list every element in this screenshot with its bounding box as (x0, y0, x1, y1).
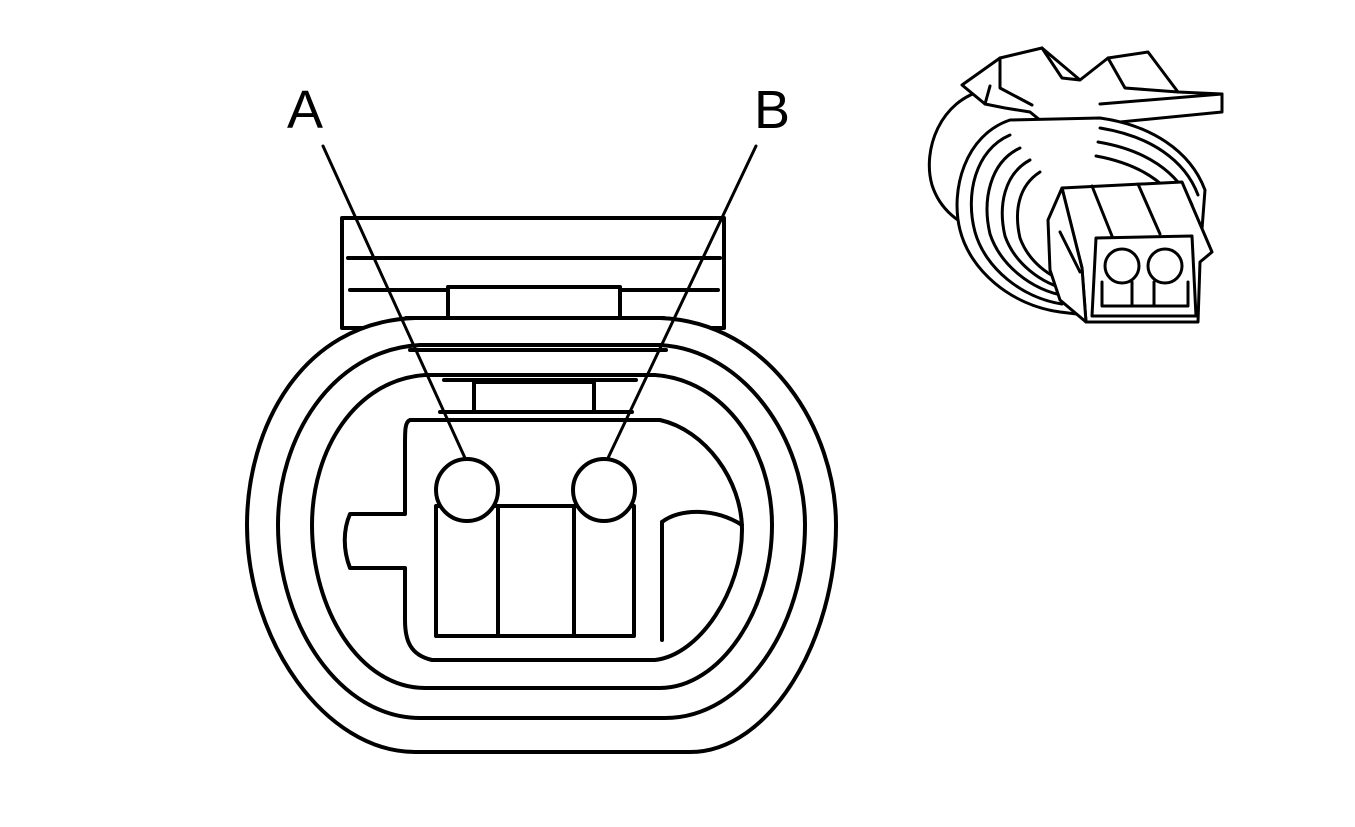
pin-a-terminal-perspective (1103, 247, 1141, 285)
pin-a-terminal (434, 457, 500, 523)
front-face (1046, 180, 1214, 324)
pin-a-leader (321, 144, 467, 460)
latch-arm (960, 46, 1224, 140)
pin-b-leader (606, 144, 758, 460)
pin-b-label: B (754, 80, 790, 140)
lock-header (340, 216, 726, 330)
pin-b-terminal-perspective (1146, 247, 1184, 285)
pin-a-label: A (287, 80, 323, 140)
connector-face-view: A B (245, 80, 838, 754)
shell-ribs (404, 316, 668, 414)
pin-b-terminal (571, 457, 637, 523)
terminal-block (434, 457, 637, 638)
connector-perspective-view (927, 46, 1224, 324)
